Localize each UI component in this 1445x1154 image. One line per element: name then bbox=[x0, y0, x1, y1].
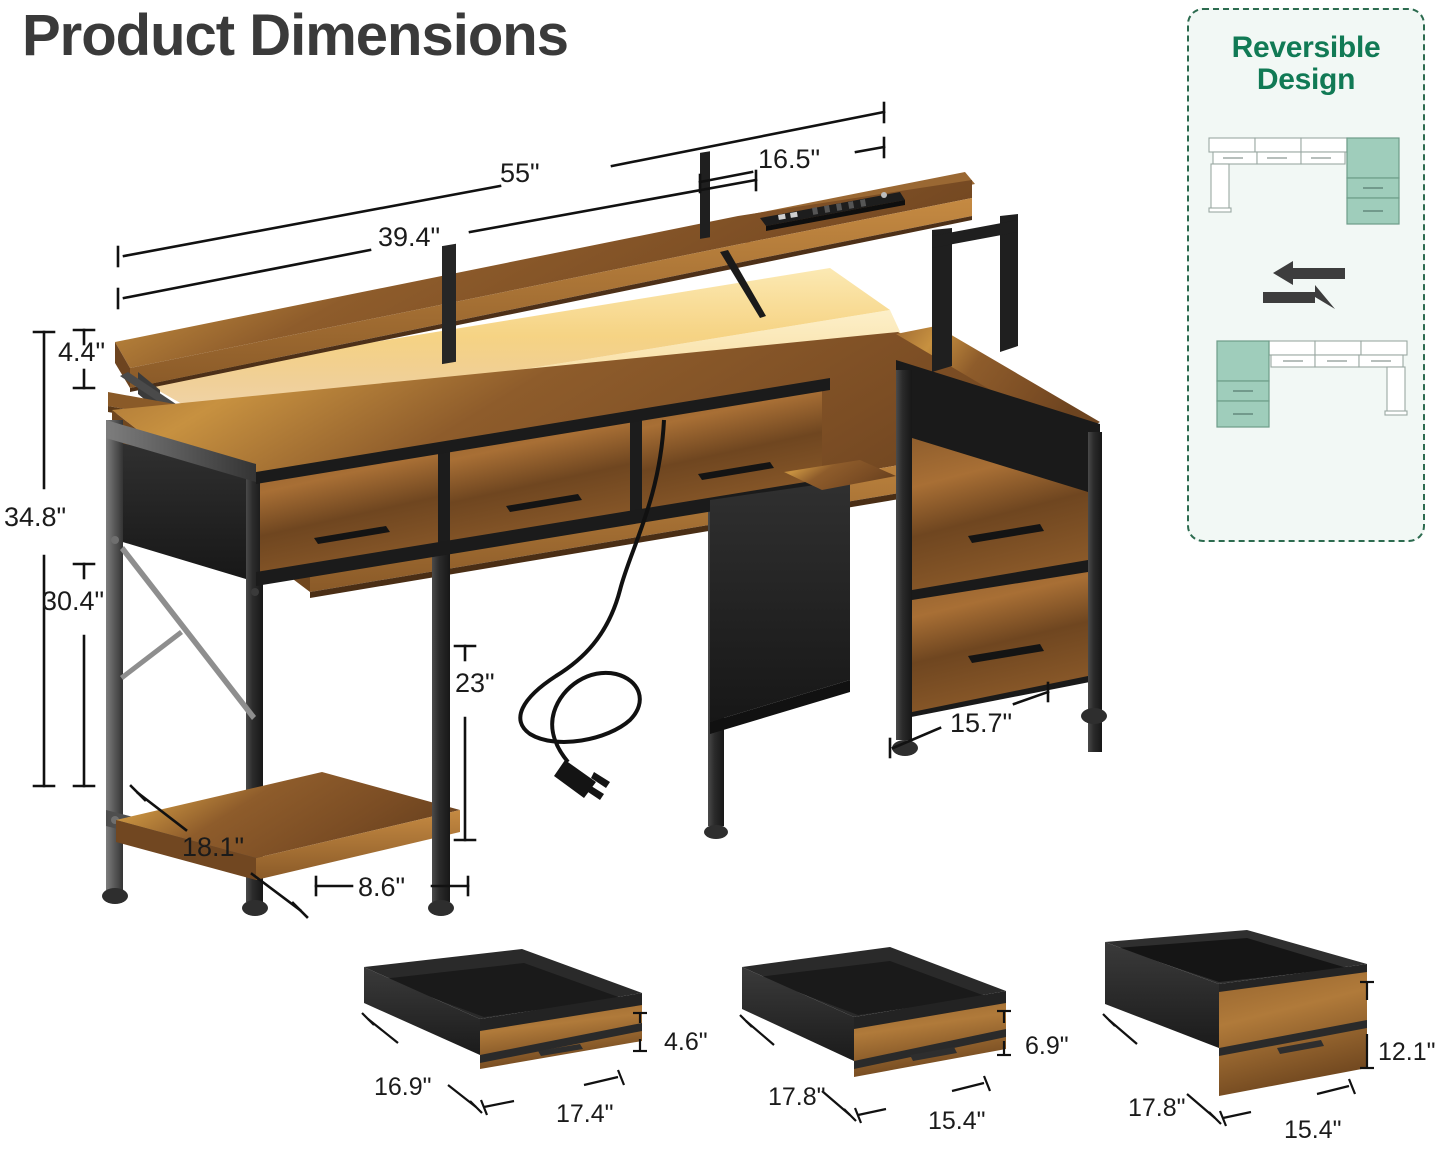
dimension-label-shelf-extension-width: 16.5" bbox=[758, 144, 821, 174]
reversible-design-panel: Reversible Design bbox=[1187, 8, 1425, 542]
power-plug-icon bbox=[554, 760, 610, 800]
dimension-label-monitor-shelf-width: 55" bbox=[500, 158, 540, 188]
cabinet-inner-shelf bbox=[784, 460, 896, 490]
desk-illustration bbox=[102, 151, 1107, 916]
drawer1-height-label: 4.6" bbox=[664, 1028, 708, 1056]
drawer-illustration-medium bbox=[739, 947, 1011, 1124]
dimension-label-legroom-height: 23" bbox=[455, 668, 495, 698]
drawer2-width-label: 15.4" bbox=[928, 1107, 986, 1135]
page-title: Product Dimensions bbox=[22, 3, 569, 68]
lower-storage-shelf bbox=[116, 772, 460, 880]
drawer3-depth-label: 17.8" bbox=[1128, 1094, 1186, 1122]
reversible-heading-line2: Design bbox=[1256, 63, 1356, 97]
power-strip-icon bbox=[760, 192, 905, 231]
drawer3-height-label: 12.1" bbox=[1378, 1038, 1436, 1066]
dimension-label-foot-depth: 8.6" bbox=[358, 872, 406, 902]
desk-drawer-row bbox=[256, 378, 830, 586]
drawer3-width-label: 15.4" bbox=[1284, 1116, 1342, 1144]
bidirectional-arrows-icon bbox=[1263, 261, 1345, 309]
reversible-design-heading: Reversible Design bbox=[1189, 31, 1423, 97]
drawer-illustration-file bbox=[1102, 930, 1374, 1127]
dimension-label-desktop-height: 30.4" bbox=[42, 586, 105, 616]
dimension-label-overall-height: 34.8" bbox=[4, 502, 67, 532]
drawer1-depth-label: 16.9" bbox=[374, 1073, 432, 1101]
drawer-illustration-shallow bbox=[361, 949, 647, 1116]
dimension-label-desktop-width: 39.4" bbox=[378, 222, 441, 252]
drawer1-width-label: 17.4" bbox=[556, 1100, 614, 1128]
power-cord-plug bbox=[518, 419, 666, 764]
reversible-config-cabinet-left bbox=[1216, 340, 1408, 428]
drawer2-depth-label: 17.8" bbox=[768, 1083, 826, 1111]
dimension-label-shelf-depth: 18.1" bbox=[182, 832, 245, 862]
dimension-label-cabinet-width: 15.7" bbox=[950, 708, 1013, 738]
file-cabinet bbox=[892, 214, 1107, 756]
reversible-config-cabinet-right bbox=[1208, 137, 1400, 225]
reversible-heading-line1: Reversible bbox=[1231, 31, 1381, 64]
drawer2-height-label: 6.9" bbox=[1025, 1032, 1069, 1060]
dimension-label-shelf-height: 4.4" bbox=[58, 337, 106, 367]
center-back-panel bbox=[710, 480, 850, 734]
